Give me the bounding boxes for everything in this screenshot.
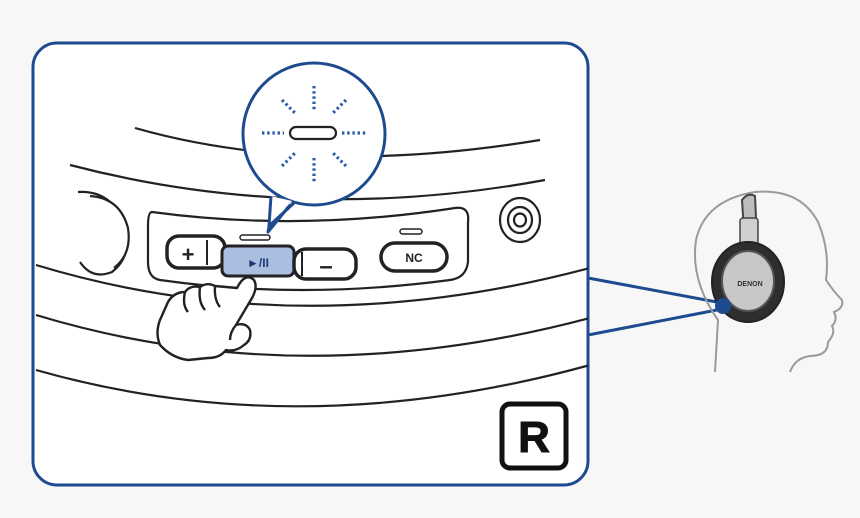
jack-port-icon — [498, 196, 542, 244]
zoom-connector — [587, 276, 723, 337]
volume-down-button[interactable]: – — [292, 247, 358, 281]
right-side-label: R — [518, 413, 550, 462]
volume-up-button[interactable]: + — [165, 234, 227, 270]
blinking-led-icon — [262, 86, 366, 182]
noise-cancel-label: NC — [405, 251, 423, 265]
play-pause-button[interactable]: ►/II — [220, 244, 296, 278]
status-led — [239, 234, 271, 241]
volume-down-label: – — [319, 253, 332, 280]
button-location-dot — [715, 298, 731, 314]
headphone-brand-label: DENON — [737, 281, 762, 288]
volume-up-label: + — [182, 242, 195, 267]
play-pause-label: ►/II — [247, 256, 269, 270]
head-silhouette-icon — [693, 190, 844, 373]
hinge — [77, 190, 130, 276]
noise-cancel-button[interactable]: NC — [379, 241, 449, 273]
headphones-icon: DENON — [711, 193, 785, 323]
nc-led — [399, 228, 423, 235]
pointing-hand-icon — [156, 276, 257, 362]
led-zoom-bubble — [241, 61, 387, 234]
right-side-badge: R — [499, 401, 569, 471]
